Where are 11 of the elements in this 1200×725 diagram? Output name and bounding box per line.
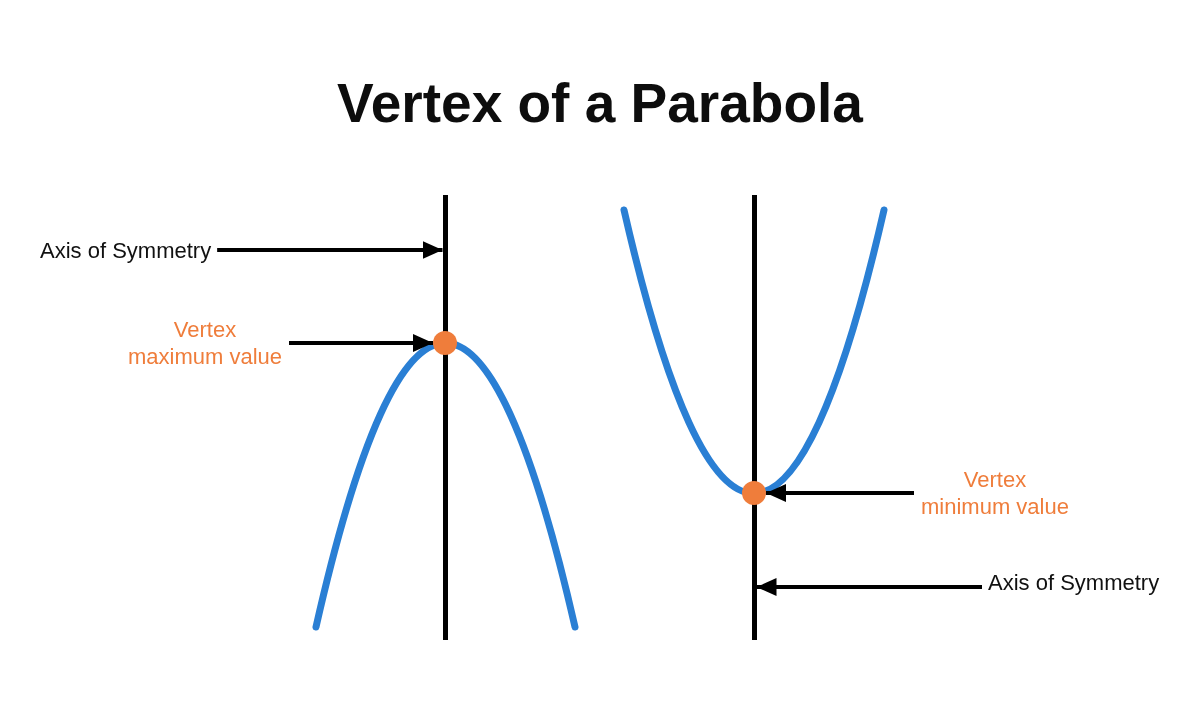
axis-label: Axis of Symmetry bbox=[988, 569, 1160, 596]
arrow bbox=[766, 484, 914, 502]
arrow bbox=[217, 241, 443, 259]
vertex-label: Vertex minimum value bbox=[918, 466, 1072, 520]
diagram-title: Vertex of a Parabola bbox=[337, 71, 863, 136]
vertex-dot bbox=[742, 481, 766, 505]
vertex-dot bbox=[433, 331, 457, 355]
vertex-label: Vertex maximum value bbox=[125, 316, 285, 370]
arrow bbox=[289, 334, 433, 352]
arrow bbox=[756, 578, 982, 596]
axis-label: Axis of Symmetry bbox=[40, 237, 212, 264]
